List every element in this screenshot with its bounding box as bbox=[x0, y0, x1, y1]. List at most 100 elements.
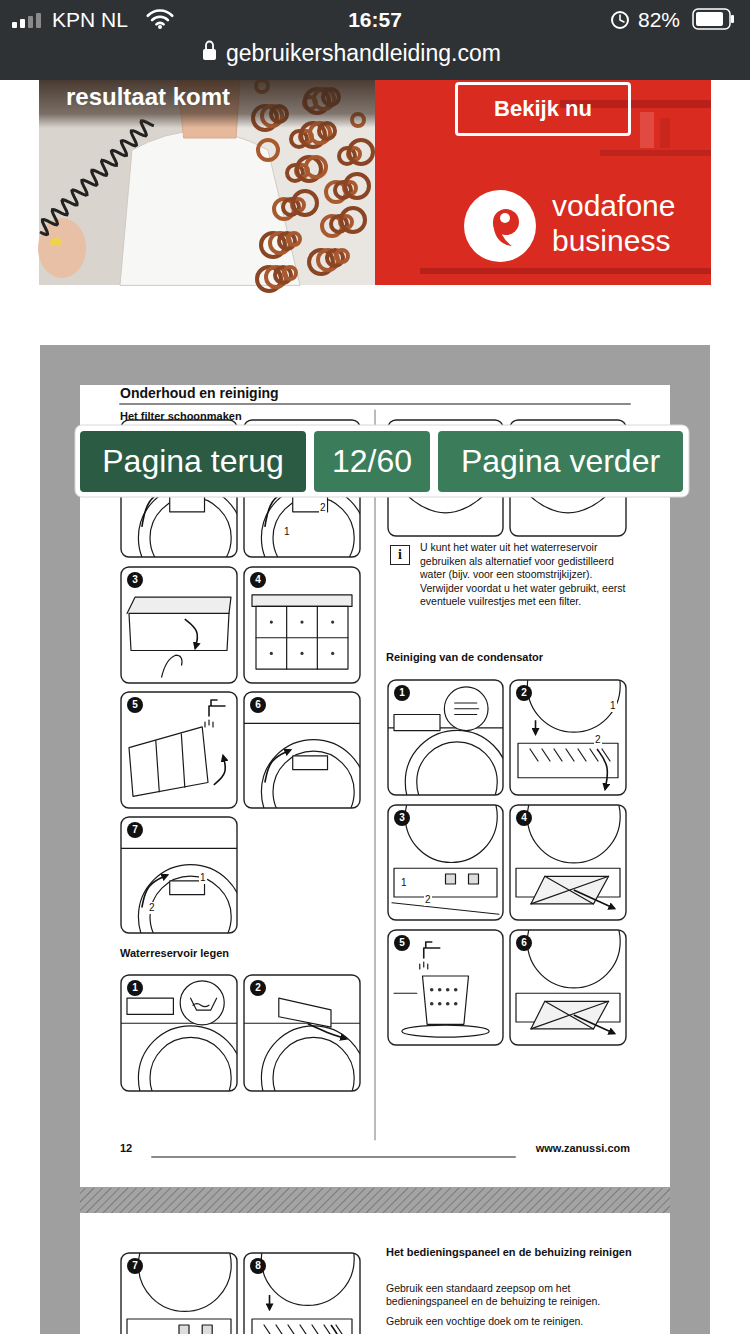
step-marker: 2 bbox=[319, 502, 327, 514]
panel-fill bbox=[121, 1253, 237, 1334]
sink-edge bbox=[394, 993, 417, 994]
step-frame bbox=[121, 975, 237, 1091]
step-illustration bbox=[388, 930, 503, 1045]
motion-arrow bbox=[185, 619, 198, 648]
hair-curl bbox=[284, 267, 296, 279]
step-illustration bbox=[510, 930, 626, 1045]
step-marker: 1 bbox=[199, 872, 207, 884]
lock-icon bbox=[206, 42, 213, 50]
callout-number: 8 bbox=[250, 1258, 266, 1274]
callout-number: 4 bbox=[516, 810, 532, 826]
callout-number: 5 bbox=[394, 935, 410, 951]
step-illustration bbox=[121, 975, 237, 1091]
grill-slot bbox=[312, 1325, 320, 1334]
step-frame bbox=[121, 817, 237, 933]
condenser-hole bbox=[430, 1002, 434, 1006]
step-illustration bbox=[388, 680, 503, 795]
page-number: 12 bbox=[120, 1142, 132, 1155]
subheading: Het filter schoonmaken bbox=[120, 410, 242, 423]
motion-arrow bbox=[265, 750, 291, 782]
washer-door bbox=[138, 1253, 231, 1311]
step-illustration bbox=[244, 692, 360, 808]
alarm-icon bbox=[620, 15, 624, 22]
battery-level bbox=[696, 12, 723, 26]
water-drops bbox=[420, 962, 428, 969]
wifi-icon bbox=[152, 17, 168, 20]
mesh-grid bbox=[156, 734, 185, 792]
signal-bar bbox=[28, 16, 33, 28]
condenser-hole bbox=[454, 988, 458, 992]
latch bbox=[179, 1325, 212, 1334]
lint-dot bbox=[300, 652, 303, 655]
wifi-icon bbox=[158, 25, 162, 29]
filter-part bbox=[293, 756, 328, 770]
url: gebruikershandleiding.com bbox=[226, 39, 501, 67]
ad-headline: resultaat komt bbox=[66, 82, 230, 111]
filter-mesh bbox=[256, 606, 348, 669]
shelf bbox=[600, 150, 711, 156]
button-label: Pagina verder bbox=[461, 443, 660, 480]
step-marker: 2 bbox=[424, 894, 432, 906]
step-frame bbox=[510, 930, 626, 1045]
callout-number: 6 bbox=[250, 697, 266, 713]
grill-slot bbox=[590, 749, 598, 761]
grill-slot bbox=[566, 749, 574, 761]
faucet bbox=[424, 942, 440, 958]
grill-slot bbox=[530, 749, 538, 761]
signal-bar bbox=[20, 19, 25, 28]
brand-name: vodafone bbox=[552, 188, 675, 224]
ad-red-panel bbox=[375, 80, 711, 285]
water-drawer bbox=[394, 715, 440, 731]
step-illustration bbox=[244, 1253, 360, 1334]
book bbox=[660, 118, 670, 148]
callout-number: 3 bbox=[127, 572, 143, 588]
water-puddle bbox=[402, 1025, 489, 1037]
hair-curl bbox=[349, 140, 373, 164]
washer-top bbox=[244, 723, 360, 724]
washer-door-glass bbox=[150, 876, 231, 933]
signal-bar bbox=[12, 22, 17, 28]
lint-dot bbox=[270, 652, 273, 655]
washer-door-glass bbox=[273, 1037, 354, 1091]
washer-top bbox=[121, 848, 237, 849]
step-illustration bbox=[388, 805, 503, 920]
grill-slot bbox=[542, 749, 550, 761]
vodafone-quote bbox=[500, 213, 510, 223]
heading-rule bbox=[120, 403, 630, 405]
hair-curl bbox=[306, 157, 326, 177]
nav-button: Pagina terug bbox=[80, 431, 306, 492]
washer-door bbox=[261, 740, 360, 808]
shelf bbox=[420, 268, 711, 274]
step-marker: 1 bbox=[283, 526, 291, 538]
lint-dot bbox=[331, 652, 334, 655]
grill-slot bbox=[300, 1325, 308, 1334]
lock-icon bbox=[203, 49, 216, 60]
condenser-hole bbox=[454, 1002, 458, 1006]
vodafone-quote bbox=[493, 220, 512, 246]
step-frame bbox=[244, 692, 360, 808]
step-frame bbox=[121, 1253, 237, 1334]
grill-slot bbox=[264, 1325, 272, 1334]
plinth-opening bbox=[127, 1319, 231, 1334]
plinth-cover bbox=[518, 743, 618, 778]
callout-number: 7 bbox=[127, 822, 143, 838]
lint-dot bbox=[300, 621, 303, 624]
subheading: Reiniging van de condensator bbox=[386, 651, 543, 664]
book bbox=[640, 112, 654, 148]
step-illustration bbox=[510, 805, 626, 920]
motion-arrow bbox=[269, 1295, 271, 1309]
lint-dot bbox=[270, 621, 273, 624]
battery-percent: 82% bbox=[638, 7, 680, 32]
step-frame bbox=[388, 680, 503, 795]
vodafone-logo bbox=[464, 190, 536, 262]
hand bbox=[162, 655, 182, 677]
washer-door bbox=[138, 865, 237, 933]
hair-curl bbox=[336, 250, 348, 262]
filter-lid bbox=[127, 597, 231, 613]
filter-box bbox=[129, 613, 229, 650]
step-frame bbox=[388, 805, 503, 920]
panel-fill bbox=[388, 930, 503, 1045]
step-marker: 1 bbox=[400, 877, 408, 889]
step-frame bbox=[244, 1253, 360, 1334]
headline-shade bbox=[39, 80, 375, 128]
